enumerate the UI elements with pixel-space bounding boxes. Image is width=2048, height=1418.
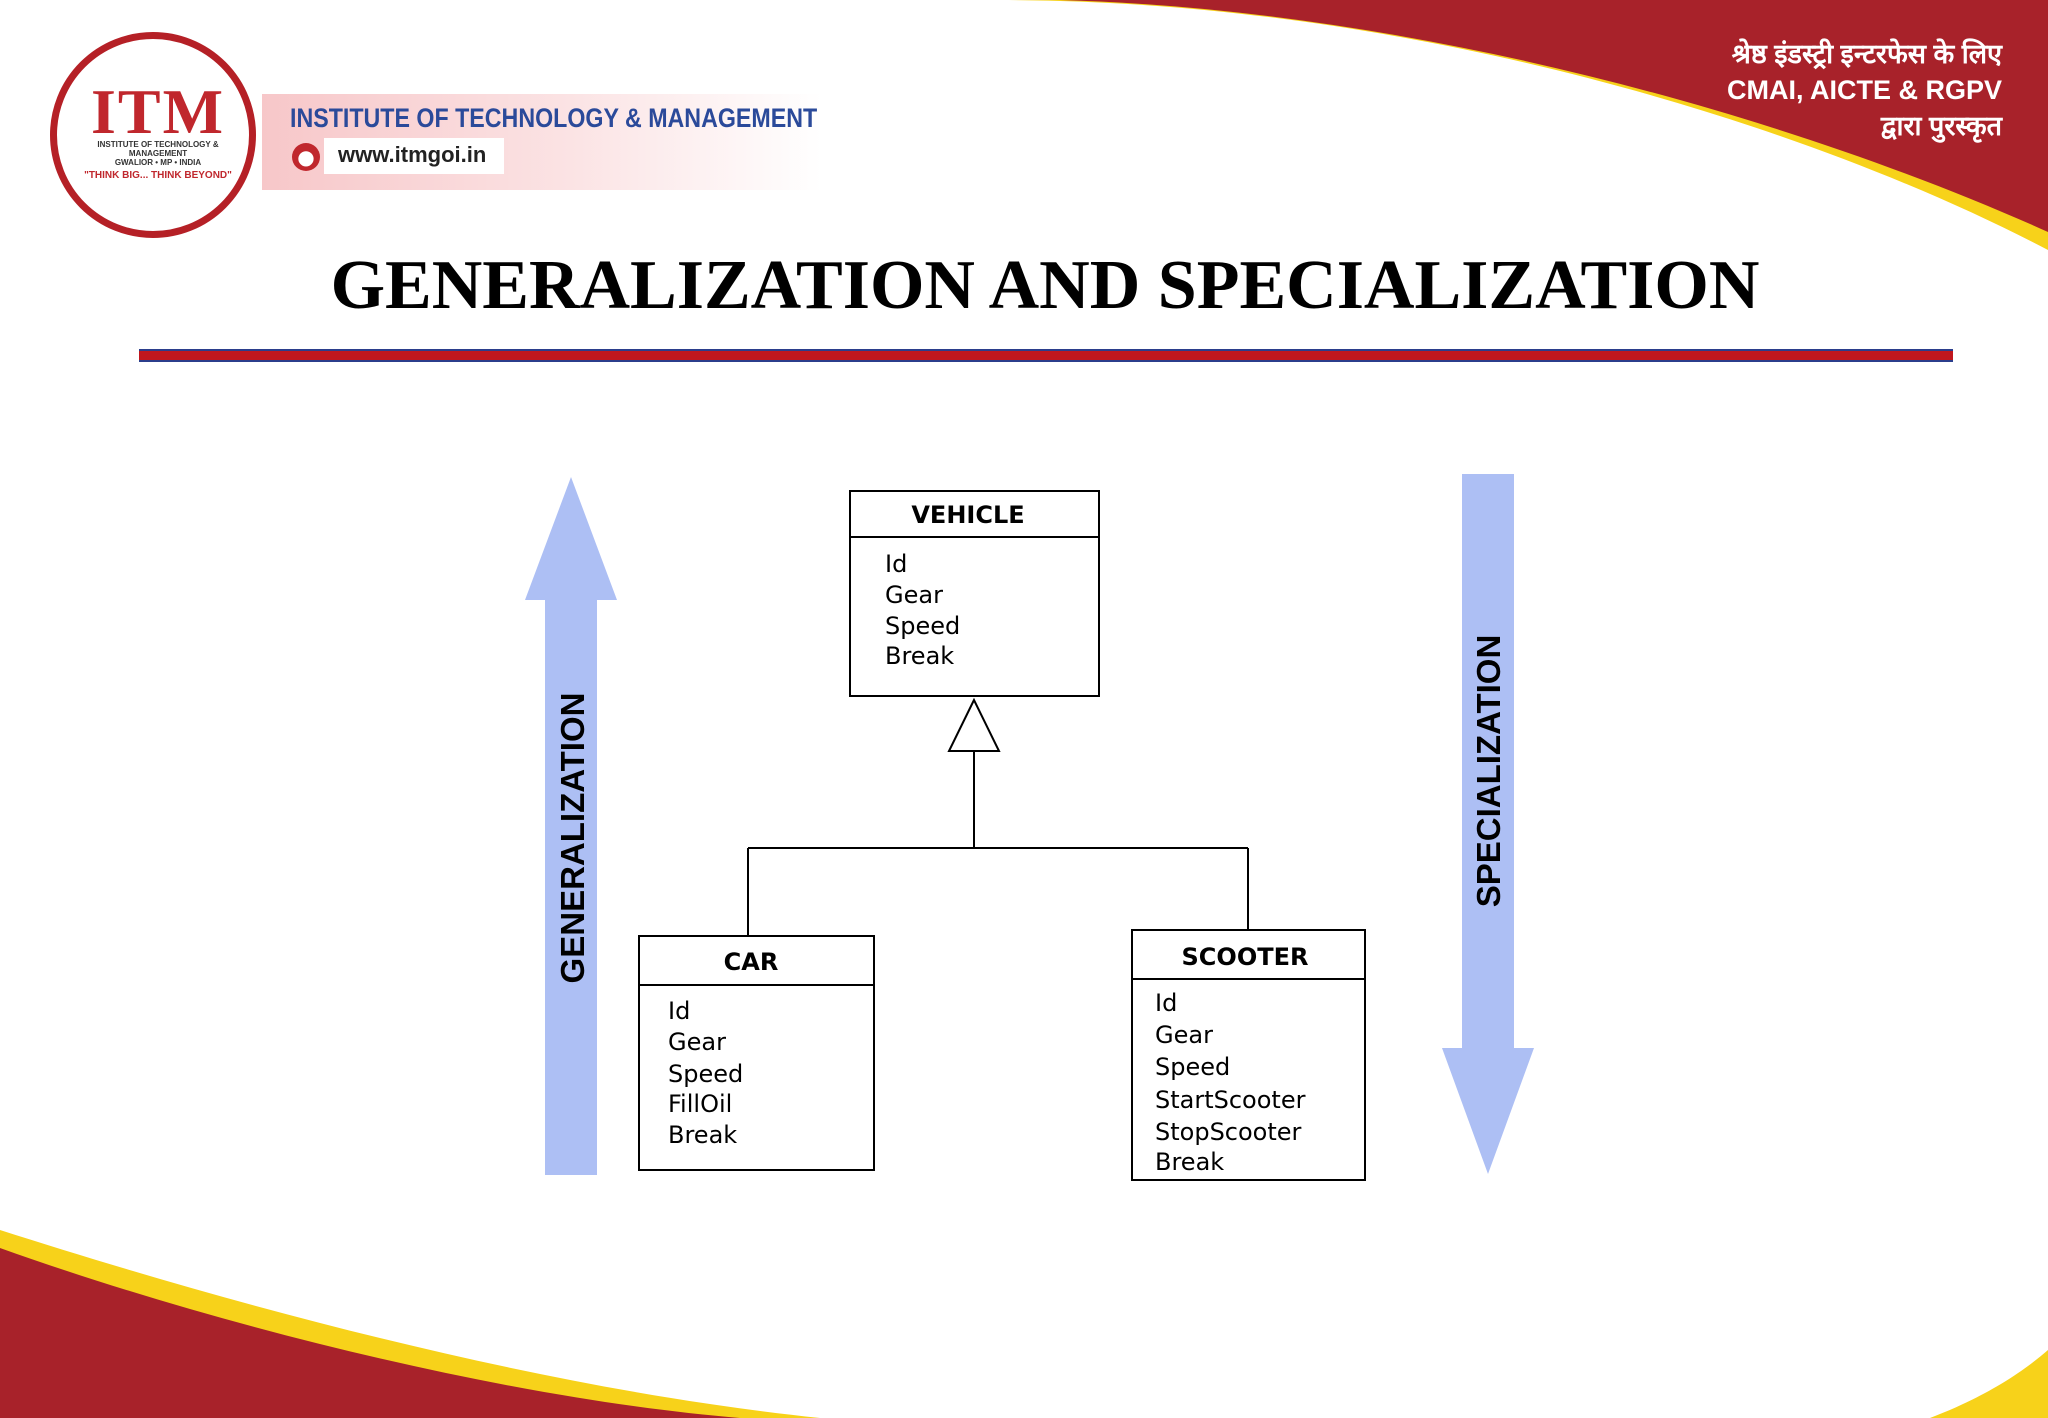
generalization-arrow: [525, 477, 617, 1175]
logo-badge: [50, 32, 256, 238]
class-scooter: SCOOTER Id Gear Speed StartScooter StopS…: [1131, 929, 1366, 1181]
class-car-attr: Id: [668, 997, 690, 1025]
class-scooter-name: SCOOTER: [1182, 943, 1309, 971]
class-scooter-attr: Id: [1155, 989, 1177, 1017]
bottom-right-yellow-swoosh: [1930, 1350, 2048, 1418]
institute-name: INSTITUTE OF TECHNOLOGY & MANAGEMENT: [290, 103, 818, 133]
award-line-english: CMAI, AICTE & RGPV: [1726, 75, 2002, 105]
class-car-attr: FillOil: [668, 1090, 732, 1118]
class-car-attr: Speed: [668, 1060, 743, 1088]
class-vehicle-box: [849, 490, 1100, 697]
class-scooter-attr: Gear: [1155, 1021, 1213, 1049]
award-line-hindi-1: श्रेष्ठ इंडस्ट्री इन्टरफेस के लिए: [1731, 39, 2002, 69]
class-car-attr: Gear: [668, 1028, 726, 1056]
logo-wordmark: ITM: [91, 76, 225, 147]
class-vehicle: VEHICLE Id Gear Speed Break: [849, 490, 1100, 697]
class-car: CAR Id Gear Speed FillOil Break: [638, 935, 875, 1171]
title-underline: [139, 349, 1953, 362]
logo-subtitle: INSTITUTE OF TECHNOLOGY & MANAGEMENT GWA…: [97, 140, 219, 167]
class-vehicle-attr: Gear: [885, 581, 943, 609]
website-link[interactable]: www.itmgoi.in: [338, 142, 487, 167]
class-scooter-box: [1131, 929, 1366, 1181]
award-line-hindi-2: द्वारा पुरस्कृत: [1880, 111, 2002, 141]
award-text: श्रेष्ठ इंडस्ट्री इन्टरफेस के लिए CMAI, …: [1727, 36, 2002, 144]
slide-title: GENERALIZATION AND SPECIALIZATION: [330, 247, 1760, 324]
website-box: [324, 138, 504, 174]
logo-tagline: "THINK BIG... THINK BEYOND": [84, 170, 232, 181]
class-vehicle-attr: Id: [885, 550, 907, 578]
class-car-box: [638, 935, 875, 1171]
class-scooter-attr: Break: [1155, 1148, 1224, 1176]
class-car-name: CAR: [724, 948, 779, 976]
class-car-attr: Break: [668, 1121, 737, 1149]
inheritance-triangle: [947, 697, 1001, 752]
class-scooter-attr: StopScooter: [1155, 1118, 1302, 1146]
class-vehicle-attr: Break: [885, 642, 954, 670]
specialization-label: SPECIALIZATION: [1470, 635, 1507, 908]
bottom-maroon-swoosh: [0, 1248, 740, 1418]
class-vehicle-name: VEHICLE: [911, 501, 1024, 529]
generalization-label: GENERALIZATION: [554, 693, 591, 984]
specialization-arrow: [1442, 474, 1534, 1174]
class-vehicle-attr: Speed: [885, 612, 960, 640]
top-maroon-swoosh: [1060, 0, 2048, 232]
globe-icon: ●: [292, 143, 320, 171]
class-scooter-attr: Speed: [1155, 1053, 1230, 1081]
class-scooter-attr: StartScooter: [1155, 1086, 1306, 1114]
